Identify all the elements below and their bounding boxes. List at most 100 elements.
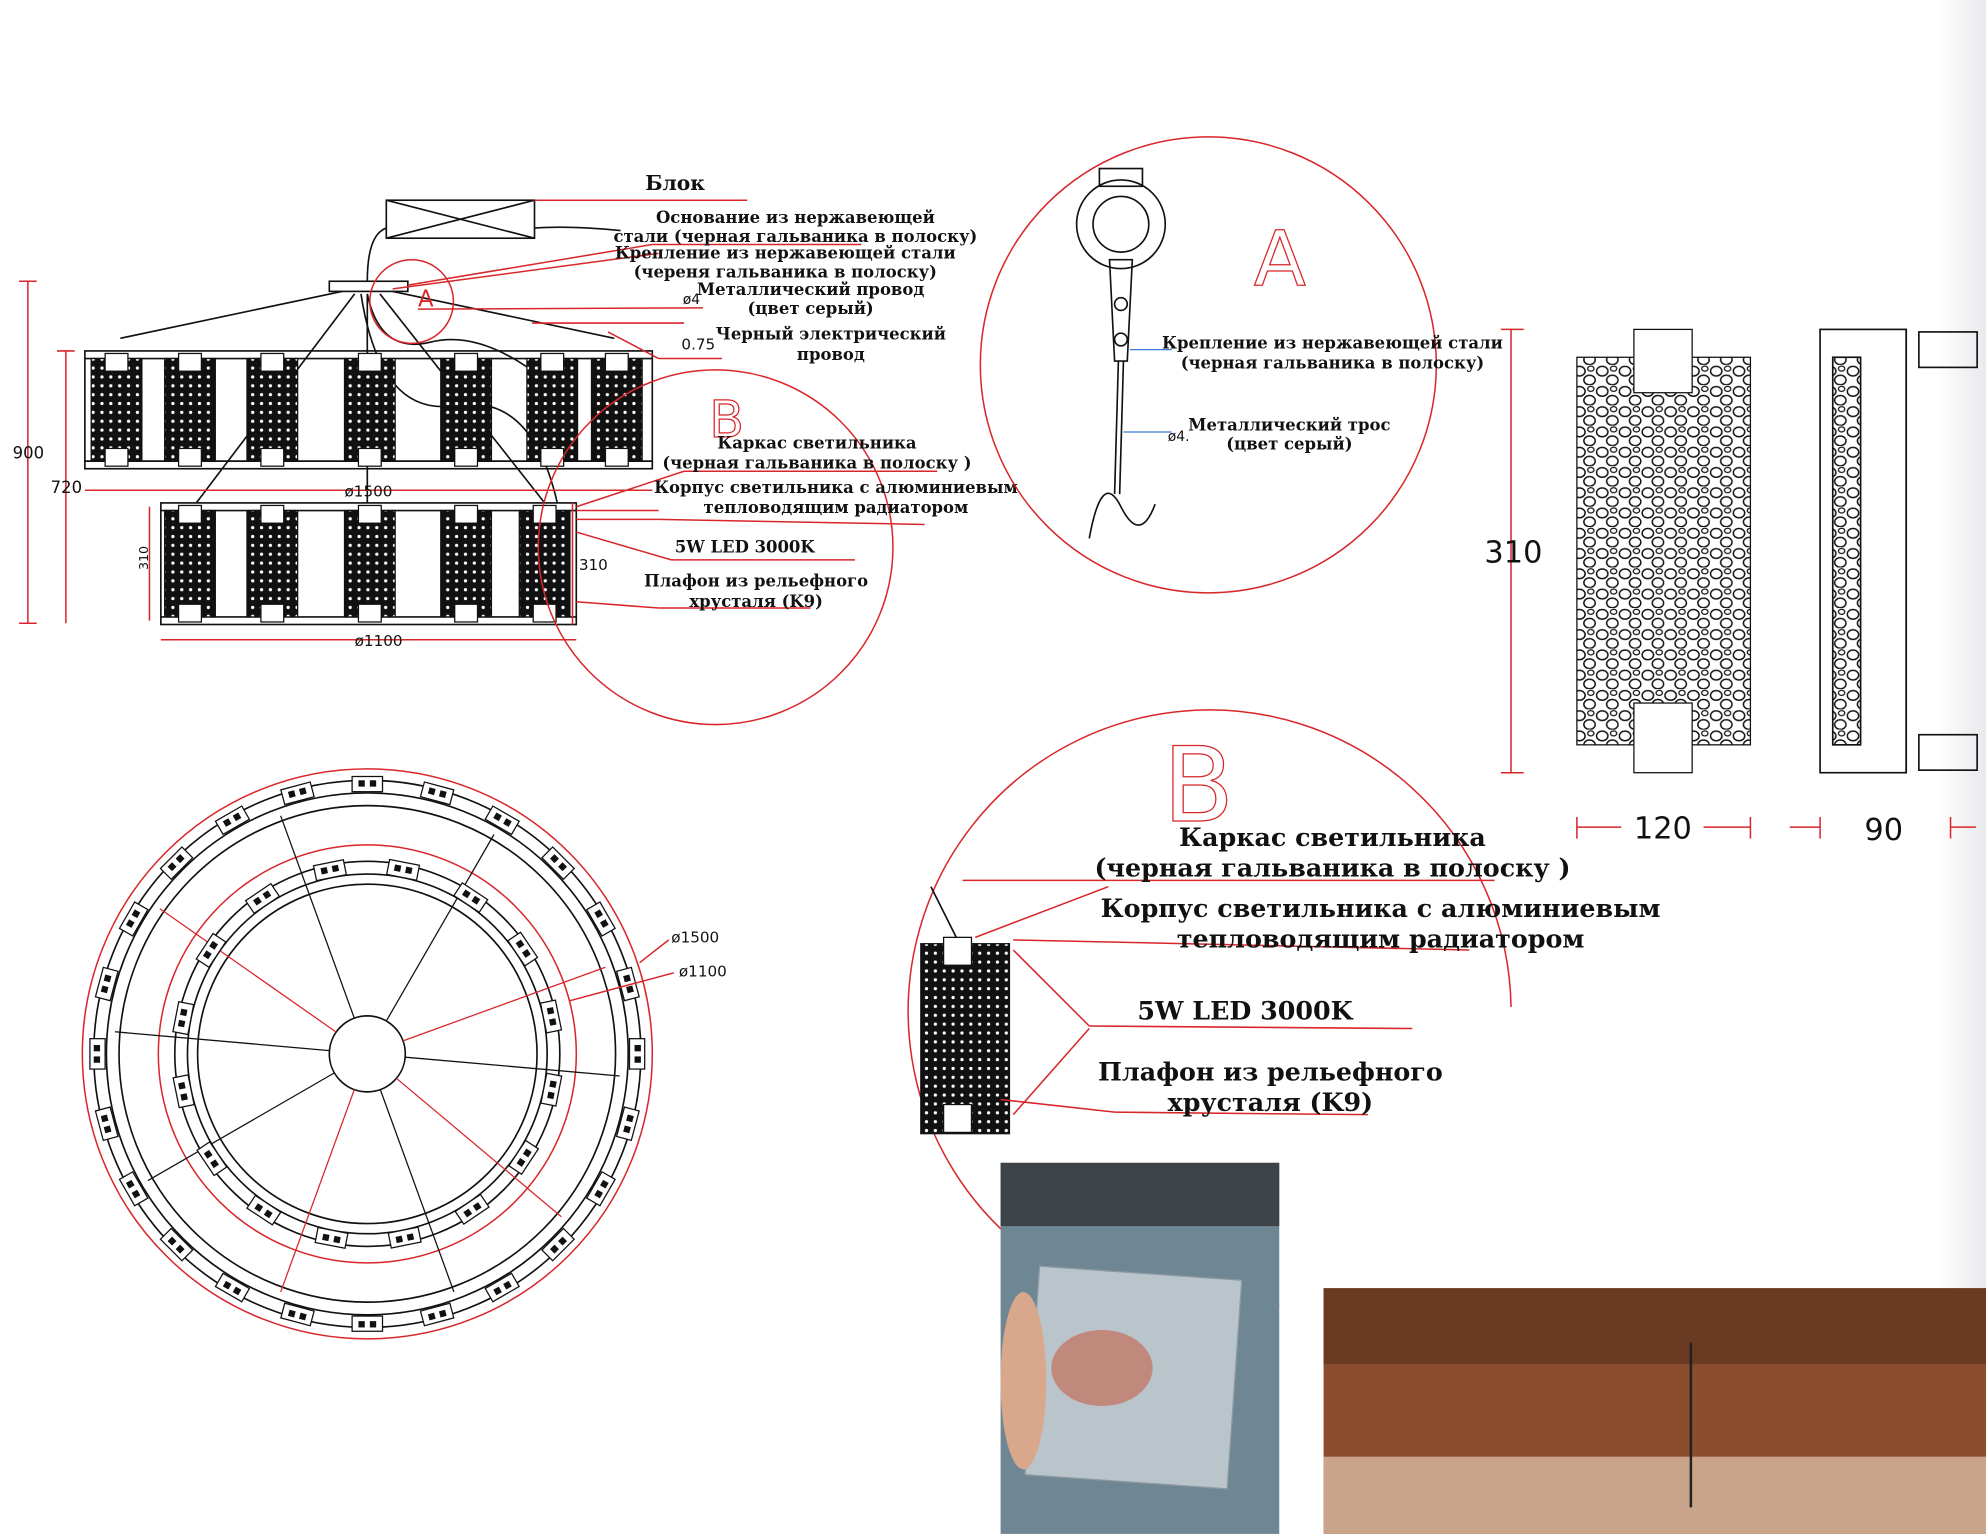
plan-dim-1500: ø1500 xyxy=(671,928,719,946)
label-shade-line1: Плафон из рельефного xyxy=(644,572,868,591)
label-wire-line1: Металлический провод xyxy=(697,280,924,299)
dim-diameter-1100: ø1100 xyxy=(355,632,403,650)
crystal-panel xyxy=(343,509,396,618)
plan-module xyxy=(454,1193,490,1225)
plan-module xyxy=(585,901,616,937)
detail-b-frame-line1: Каркас светильника xyxy=(1179,822,1486,852)
canopy-bar xyxy=(328,280,409,293)
detail-a-cable-diameter: ø4. xyxy=(1168,429,1190,445)
plan-module xyxy=(453,881,489,914)
driver-block xyxy=(366,199,621,282)
detail-a-cable-line1: Металлический трос xyxy=(1188,416,1390,435)
module-width: 120 xyxy=(1634,812,1692,847)
crystal-sample-photo xyxy=(1000,1162,1280,1534)
dim-height-720: 720 xyxy=(51,478,82,497)
label-mount-line1: Крепление из нержавеющей стали xyxy=(615,243,956,262)
crystal-panel xyxy=(343,357,396,462)
callout-circle-a xyxy=(369,258,455,345)
plan-module xyxy=(118,1170,149,1207)
detail-b-shade-line1: Плафон из рельефного xyxy=(1098,1056,1443,1086)
elevation-view: 900 720 ø1500 310 310 ø1100 A B Блок Осн… xyxy=(13,171,1018,726)
crystal-panel xyxy=(440,357,493,462)
module-side-view xyxy=(1819,328,1978,774)
plan-module xyxy=(419,781,455,806)
label-led: 5W LED 3000K xyxy=(675,537,816,556)
dim-panel-310: 310 xyxy=(136,546,151,570)
module-height: 310 xyxy=(1484,535,1542,570)
plan-module xyxy=(541,1227,576,1262)
plan-module xyxy=(244,882,281,915)
detail-b-body-line1: Корпус светильника с алюминиевым xyxy=(1101,893,1661,923)
plan-module xyxy=(89,1038,106,1070)
label-frame-line1: Каркас светильника xyxy=(717,433,917,452)
callout-letter-b: B xyxy=(709,390,744,449)
detail-b-panel xyxy=(920,943,1011,1135)
label-block: Блок xyxy=(645,171,705,195)
plan-module xyxy=(508,1139,540,1176)
detail-b-frame-line2: (черная гальваника в полоску ) xyxy=(1094,853,1570,883)
elevation-labels: Блок Основание из нержавеющей стали (чер… xyxy=(613,171,1017,611)
plan-module xyxy=(507,931,539,967)
plan-module xyxy=(387,1226,422,1249)
interior-photo xyxy=(1323,1288,1986,1534)
plan-module xyxy=(484,805,521,836)
detail-b-leaders xyxy=(962,879,1495,1116)
plan-module xyxy=(159,846,194,881)
plan-module xyxy=(159,1227,194,1262)
label-base-line2: стали (черная гальваника в полоску) xyxy=(613,227,977,246)
crystal-panel xyxy=(526,357,579,462)
label-cable-line1: Черный электрический xyxy=(716,325,946,344)
module-front-view xyxy=(1576,356,1752,746)
dim-cable-section: 0.75 xyxy=(681,336,715,354)
dim-lower-height-310: 310 xyxy=(579,556,608,574)
detail-a-cable-line2: (цвет серый) xyxy=(1226,435,1352,454)
plan-module xyxy=(419,1302,455,1327)
crystal-panel xyxy=(164,509,216,618)
detail-a-letter: A xyxy=(1254,214,1306,303)
crystal-panel xyxy=(518,509,571,618)
plan-module xyxy=(280,781,315,806)
plan-module xyxy=(539,999,563,1034)
plan-module xyxy=(172,1074,195,1109)
label-base-line1: Основание из нержавеющей xyxy=(656,208,935,227)
plan-module xyxy=(541,846,576,881)
plan-module xyxy=(118,901,149,937)
plan-module xyxy=(615,966,640,1002)
plan-module xyxy=(196,1140,228,1177)
plan-module xyxy=(314,1226,349,1249)
plan-module xyxy=(246,1194,282,1226)
dim-height-900: 900 xyxy=(13,444,44,463)
plan-module xyxy=(385,858,421,881)
plan-module xyxy=(312,858,348,882)
label-frame-line2: (черная гальваника в полоску ) xyxy=(662,454,971,473)
plan-module xyxy=(484,1272,521,1303)
dim-diameter-1500: ø1500 xyxy=(345,483,393,501)
detail-b-shade-line2: хрусталя (K9) xyxy=(1168,1087,1374,1117)
plan-module xyxy=(615,1106,640,1142)
crystal-panel xyxy=(90,357,143,462)
label-body-line2: тепловодящим радиатором xyxy=(704,498,969,517)
plan-module xyxy=(214,1272,251,1303)
plan-module xyxy=(628,1038,646,1070)
plan-dim-1100: ø1100 xyxy=(679,963,727,981)
crystal-panel xyxy=(246,357,299,462)
detail-b-letter: B xyxy=(1163,726,1234,846)
label-shade-line2: хрусталя (K9) xyxy=(689,592,823,611)
plan-module xyxy=(540,1072,563,1107)
label-mount-line2: (череня гальваника в полоску) xyxy=(634,262,937,281)
leader-lines xyxy=(392,199,938,609)
detail-b-body-line2: тепловодящим радиатором xyxy=(1177,923,1585,953)
dim-wire-diameter: ø4 xyxy=(683,292,701,308)
label-body-line1: Корпус светильника с алюминиевым xyxy=(654,478,1018,497)
plan-module xyxy=(351,775,384,793)
plan-module xyxy=(172,1001,195,1036)
plan-module xyxy=(351,1315,384,1332)
label-cable-line2: провод xyxy=(797,345,865,364)
crystal-panel xyxy=(164,357,216,462)
plan-module xyxy=(280,1302,315,1327)
plan-module xyxy=(195,932,227,969)
module-views: 310 120 90 xyxy=(1484,328,1978,848)
callout-circle-b xyxy=(537,369,894,726)
